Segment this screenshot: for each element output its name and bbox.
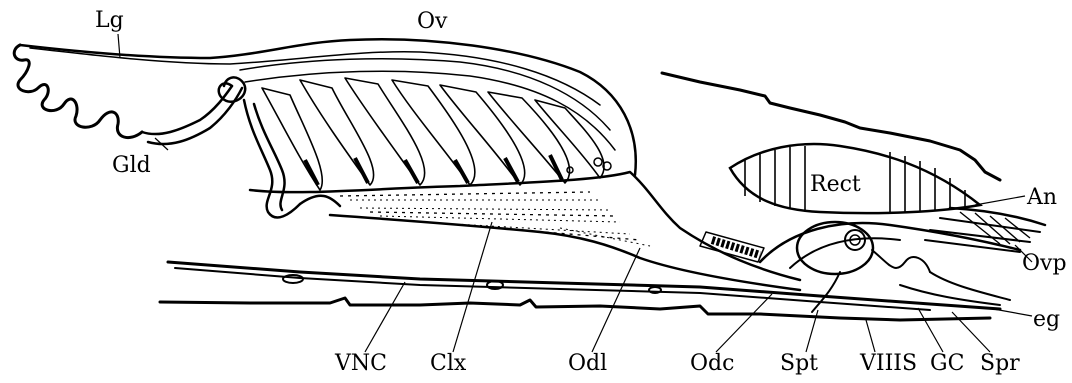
label-gc: GC — [930, 351, 964, 376]
label-odl: Odl — [568, 351, 607, 376]
label-viiis: VIIIS — [859, 351, 917, 376]
label-spt: Spt — [780, 351, 818, 376]
label-gld: Gld — [112, 153, 151, 178]
label-an: An — [1026, 185, 1057, 210]
ovipositor — [925, 208, 1045, 252]
label-ov: Ov — [417, 9, 448, 34]
label-spr: Spr — [980, 351, 1020, 376]
label-lg: Lg — [95, 8, 124, 33]
label-ovp: Ovp — [1022, 251, 1067, 276]
label-odc: Odc — [690, 351, 734, 376]
label-clx: Clx — [430, 351, 467, 376]
label-rect: Rect — [810, 172, 861, 197]
label-vnc: VNC — [334, 351, 387, 376]
calyx — [250, 172, 800, 290]
ventral-body-wall — [160, 262, 1000, 320]
label-eg: eg — [1033, 307, 1060, 332]
